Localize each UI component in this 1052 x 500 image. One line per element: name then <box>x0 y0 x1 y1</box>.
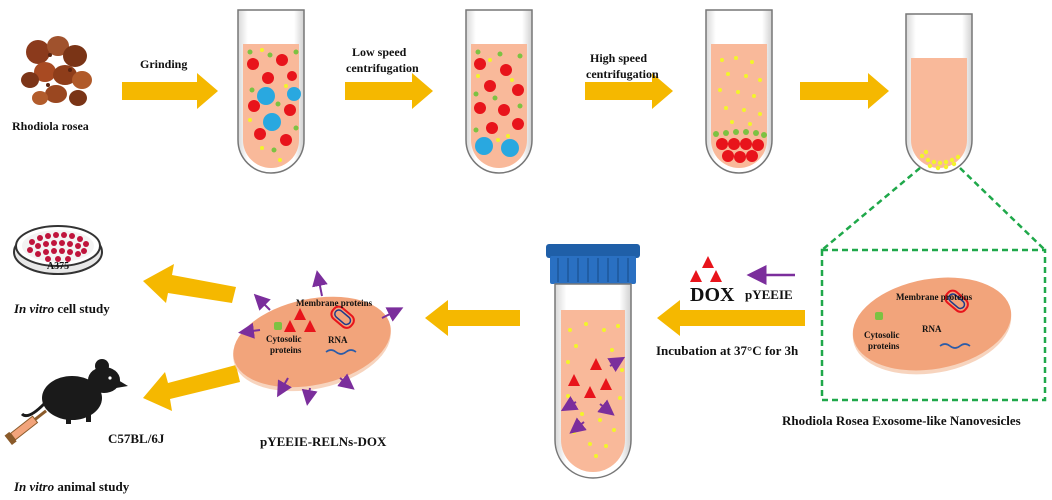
rhodiola-label: Rhodiola rosea <box>12 119 89 133</box>
right-membrane-proteins-label: Membrane proteins <box>896 292 973 302</box>
in-vitro-italic-1: In vitro <box>14 301 55 316</box>
rhodiola-root-icon <box>21 36 92 106</box>
relns-dox-label: pYEEIE-RELNs-DOX <box>260 434 387 449</box>
zoom-lines <box>820 167 1047 402</box>
incubation-label: Incubation at 37°C for 3h <box>656 343 799 358</box>
low-speed-label-1: Low speed <box>352 45 407 59</box>
tube-2-particles <box>473 49 524 157</box>
mouse-icon <box>20 359 128 424</box>
process-arrows-bottom <box>143 264 805 411</box>
tube-4-pellet <box>919 149 961 171</box>
syringe-icon <box>4 409 47 446</box>
left-rna-label: RNA <box>328 335 348 345</box>
in-vitro-italic-2: In vitro <box>14 479 55 494</box>
to-cell-study-arrow <box>143 264 236 303</box>
low-speed-label-2: centrifugation <box>346 61 419 75</box>
tube-1-particles <box>247 48 301 162</box>
left-cytosolic-label-2: proteins <box>270 345 302 355</box>
low-speed-arrow <box>345 73 433 109</box>
left-cytosolic-label-1: Cytosolic <box>266 334 302 344</box>
right-cytosolic-label-1: Cytosolic <box>864 330 900 340</box>
relns-dox-vesicle <box>233 270 404 406</box>
tube-3-particles <box>713 56 767 163</box>
incubation-arrow <box>657 300 805 336</box>
pyeeie-label: pYEEIE <box>745 287 793 302</box>
grinding-label: Grinding <box>140 57 188 71</box>
exosome-caption: Rhodiola Rosea Exosome-like Nanovesicles <box>782 413 1021 428</box>
dox-label: DOX <box>690 284 735 306</box>
grinding-arrow <box>122 73 218 109</box>
nanovesicle-zoom-box <box>820 248 1047 402</box>
high-speed-arrow <box>585 73 673 109</box>
tube-3 <box>705 9 773 174</box>
right-rna-label: RNA <box>922 324 942 334</box>
tube-4 <box>905 13 973 174</box>
to-animal-study-arrow <box>143 365 240 411</box>
cell-study-label: In vitro cell study <box>14 301 110 317</box>
cell-study-text: cell study <box>54 301 110 316</box>
c57-label: C57BL/6J <box>108 431 165 446</box>
high-speed-label-1: High speed <box>590 51 648 65</box>
high-speed-label-2: centrifugation <box>586 67 659 81</box>
tube-2 <box>465 9 533 174</box>
left-membrane-proteins-label: Membrane proteins <box>296 298 373 308</box>
transfer-arrow <box>800 73 889 109</box>
centrifuge-tube-icon <box>546 244 640 479</box>
tube-1 <box>237 9 305 174</box>
animal-study-label: In vitro animal study <box>14 479 130 495</box>
to-relns-arrow <box>425 300 520 336</box>
a375-label: A375 <box>47 261 69 272</box>
vesicle-icon <box>852 277 1012 375</box>
process-arrows-top <box>122 73 889 109</box>
right-cytosolic-label-2: proteins <box>868 341 900 351</box>
dox-triangles <box>690 256 722 282</box>
petri-dish-icon <box>13 225 103 275</box>
animal-study-text: animal study <box>54 479 130 494</box>
